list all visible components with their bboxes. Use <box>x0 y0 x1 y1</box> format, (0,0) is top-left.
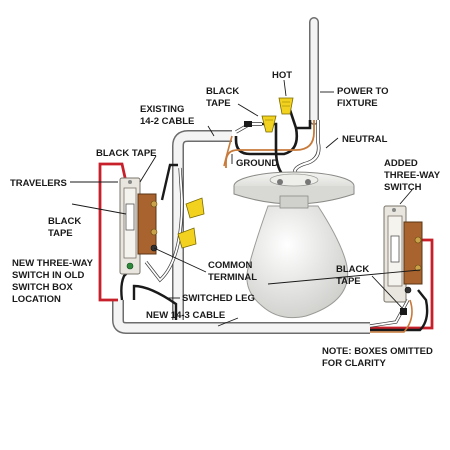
fixture-base <box>233 171 355 209</box>
label-black-tape-left: BLACK TAPE <box>48 216 84 239</box>
label-ground: GROUND <box>236 158 278 169</box>
label-black-tape-top: BLACK TAPE <box>206 86 242 109</box>
label-power-to-fixture: POWER TO FIXTURE <box>337 86 391 109</box>
traveler-black-left <box>120 269 131 301</box>
traveler-red-right <box>370 238 434 330</box>
label-existing-cable: EXISTING 14-2 CABLE <box>140 104 194 127</box>
label-new-cable: NEW 14-3 CABLE <box>146 310 225 321</box>
label-black-tape-left-top: BLACK TAPE <box>96 148 157 159</box>
hot-wire <box>234 109 312 156</box>
switched-leg-wire <box>132 284 178 320</box>
cable-new-14-3 <box>112 300 370 334</box>
ground-wire <box>223 120 315 168</box>
traveler-red-left <box>98 162 132 302</box>
wire-nut-left-2 <box>177 227 197 249</box>
label-common-terminal: COMMON TERMINAL <box>208 260 257 283</box>
label-black-tape-right: BLACK TAPE <box>336 264 372 287</box>
leader-lines <box>70 79 421 327</box>
cable-existing-14-2 <box>172 130 232 320</box>
light-bulb <box>246 205 349 319</box>
label-added-switch: ADDED THREE-WAY SWITCH <box>384 158 443 193</box>
label-travelers: TRAVELERS <box>10 178 67 189</box>
wire-nut-top <box>261 115 277 133</box>
left-three-way-switch <box>119 177 158 275</box>
label-neutral: NEUTRAL <box>342 134 388 145</box>
label-new-switch: NEW THREE-WAY SWITCH IN OLD SWITCH BOX L… <box>12 258 95 305</box>
wire-nut-hot <box>278 97 294 115</box>
black-tape-top-mark <box>244 121 252 127</box>
label-note: NOTE: BOXES OMITTED FOR CLARITY <box>322 346 435 369</box>
label-hot: HOT <box>272 70 292 81</box>
label-switched-leg: SWITCHED LEG <box>182 293 255 304</box>
ground-right <box>370 299 413 333</box>
traveler-black-right <box>370 289 429 332</box>
existing-cable-black <box>160 163 178 201</box>
black-tape-right-mark <box>400 308 407 315</box>
right-three-way-switch <box>383 205 423 303</box>
wire-nut-left-1 <box>185 197 205 219</box>
